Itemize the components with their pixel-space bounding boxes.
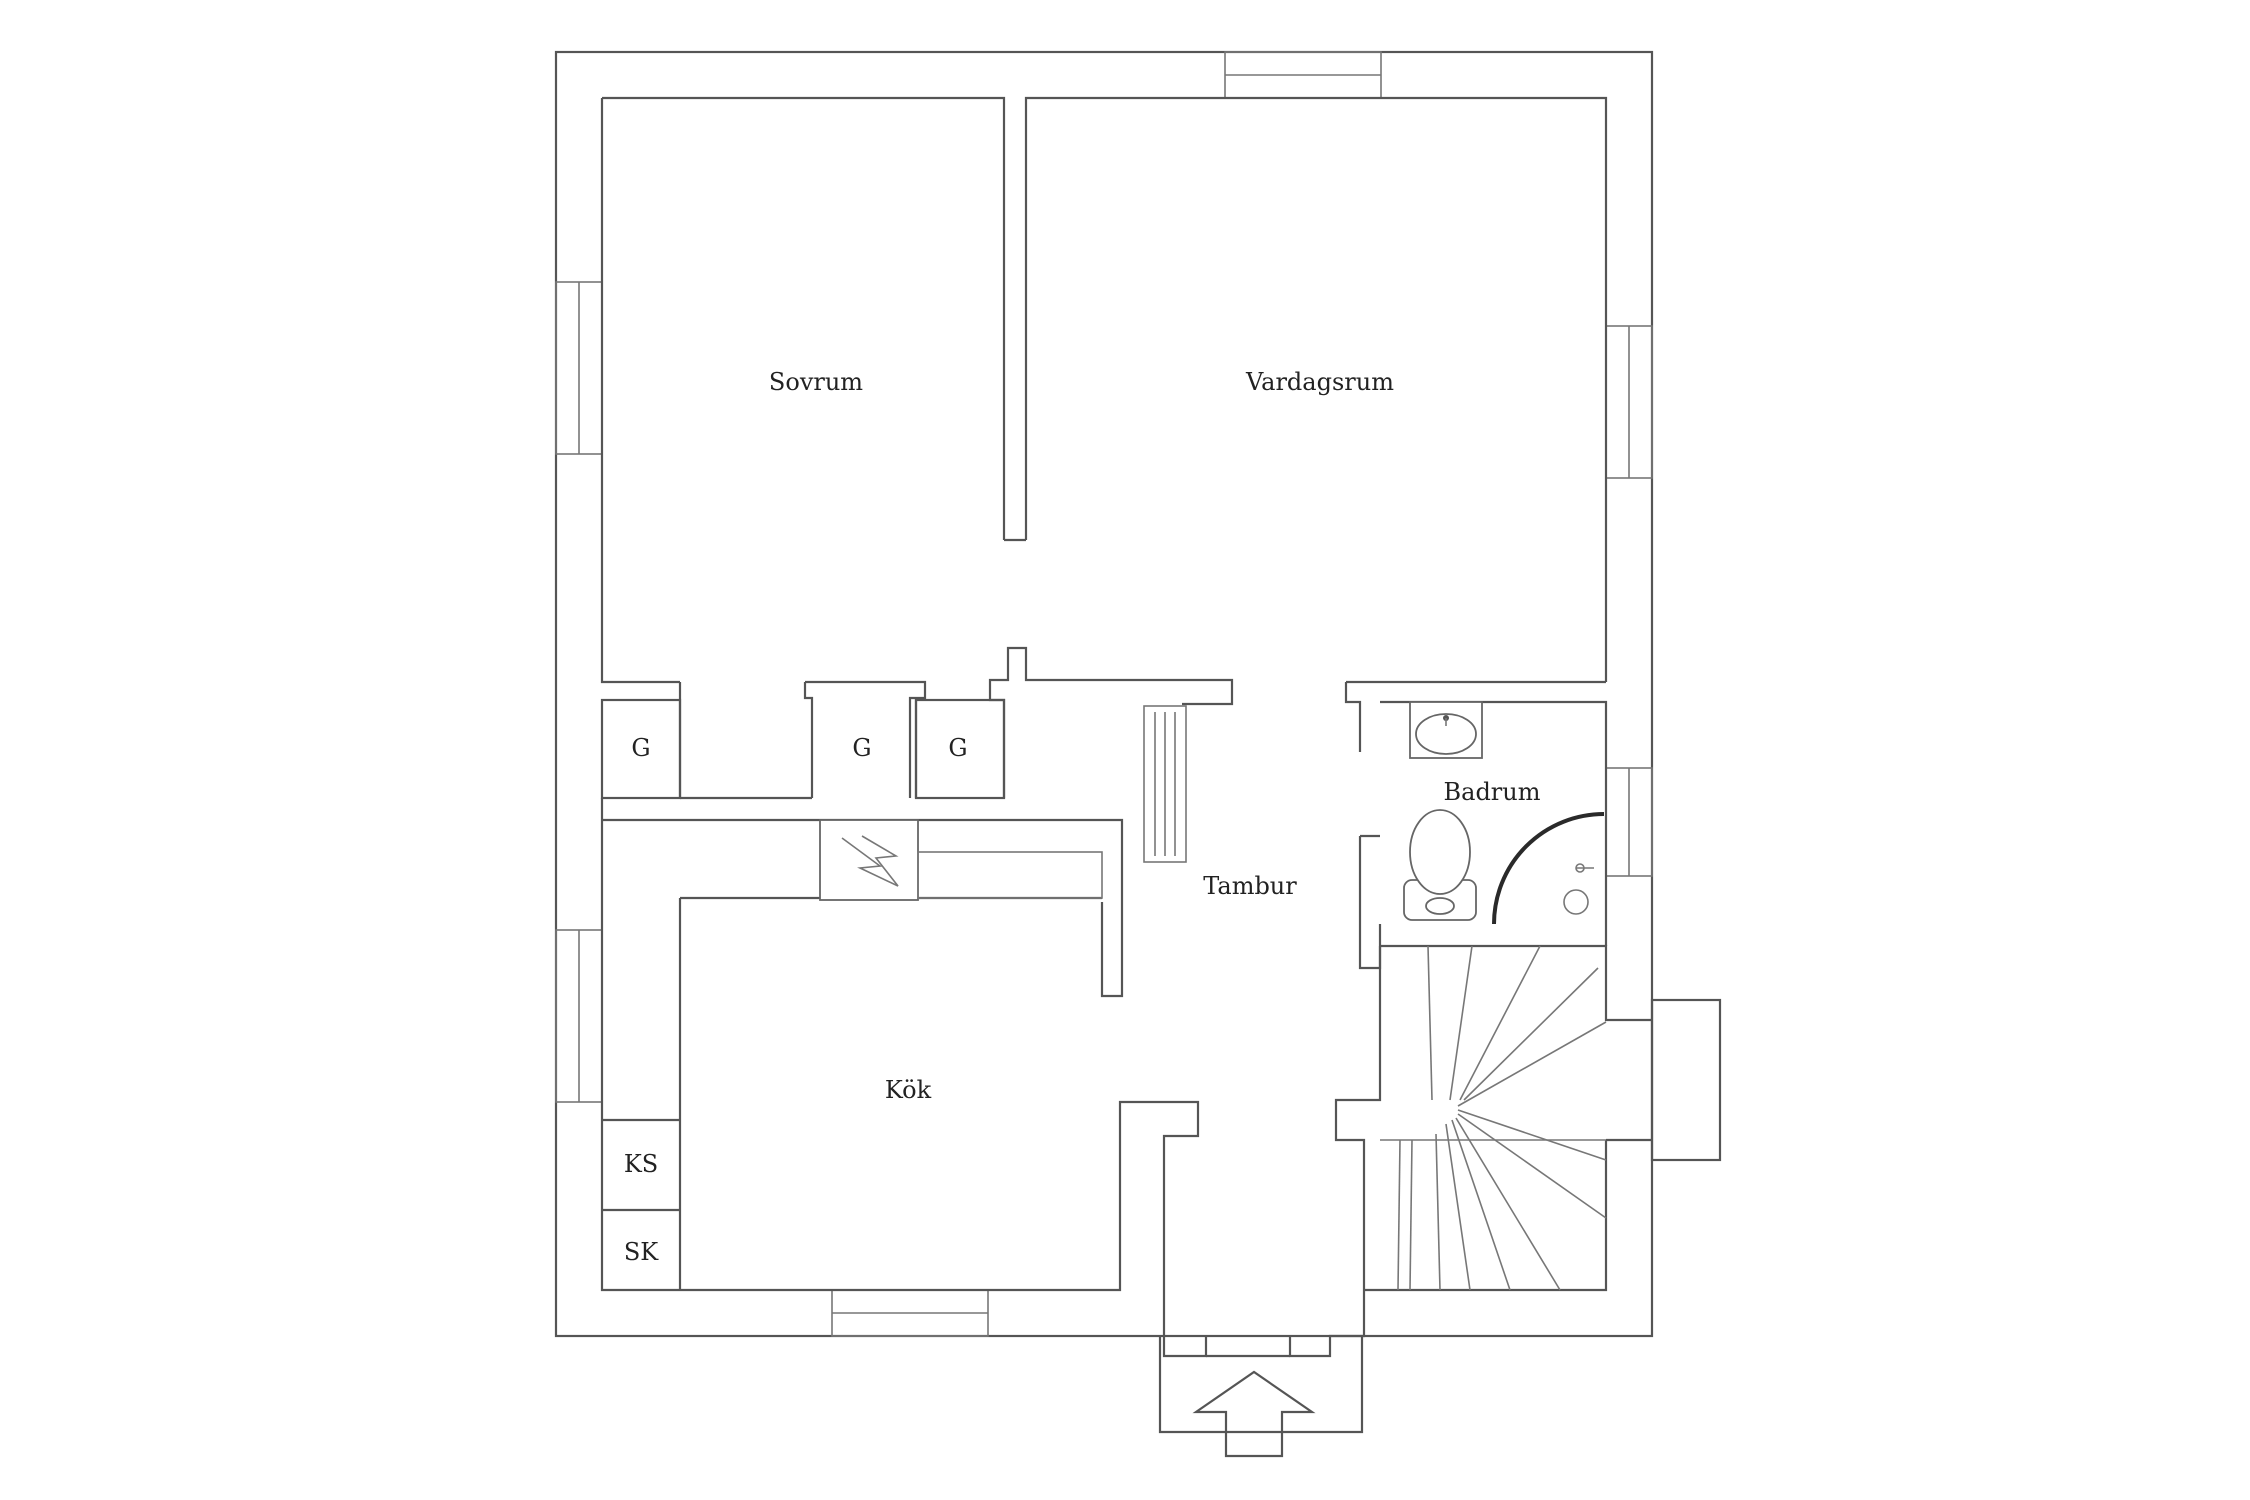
room-label-sovrum: Sovrum [769, 368, 863, 396]
entrance-arrow-icon [1192, 1370, 1316, 1458]
closet-label-g2: G [852, 734, 871, 762]
room-label-tambur: Tambur [1203, 872, 1297, 900]
fireplace-icon [819, 819, 1103, 901]
closet-1 [600, 698, 682, 800]
room-label-kok: Kök [885, 1076, 932, 1104]
closet-label-g1: G [631, 734, 650, 762]
closet-3 [914, 698, 1006, 800]
bay-extension [1650, 998, 1722, 1162]
shower-icon [1492, 812, 1605, 925]
room-labels: Sovrum Vardagsrum Kök Tambur Badrum [769, 368, 1541, 1104]
entrance-porch [1158, 1336, 1364, 1434]
staircase-icon [1380, 945, 1607, 1291]
radiator-icon [1143, 705, 1187, 863]
toilet-icon [1403, 809, 1477, 921]
closet-labels: G G G KS SK [624, 734, 968, 1266]
closet-label-g3: G [948, 734, 967, 762]
sink-icon [1409, 701, 1483, 759]
room-label-vardagsrum: Vardagsrum [1245, 368, 1394, 396]
interior-walls [600, 96, 1652, 1358]
outer-walls [554, 50, 1654, 1338]
closet-label-sk: SK [624, 1238, 659, 1266]
room-label-badrum: Badrum [1444, 778, 1541, 806]
windows [555, 51, 1653, 1337]
closet-label-ks: KS [624, 1150, 658, 1178]
